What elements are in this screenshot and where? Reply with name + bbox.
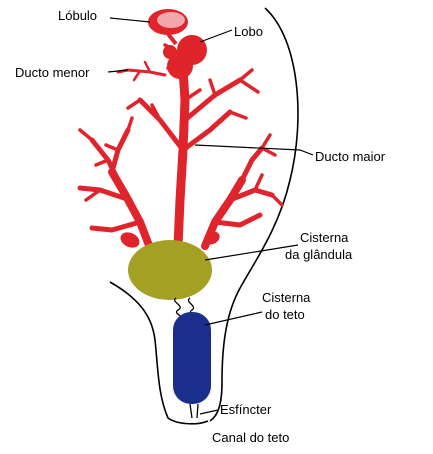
label-canal-teto: Canal do teto xyxy=(212,430,289,445)
leader-cisterna-teto xyxy=(205,312,262,325)
duct-twig xyxy=(262,135,270,148)
canal-teto-line xyxy=(197,404,198,418)
duct-twig xyxy=(240,80,258,92)
duct-branch xyxy=(242,148,262,180)
leader-lobulo xyxy=(110,18,150,22)
lobo-lobule xyxy=(163,45,177,59)
duct-twig xyxy=(80,130,92,140)
duct-twig xyxy=(134,71,140,80)
alveolar-swelling xyxy=(118,229,142,250)
lobulo-stalk xyxy=(168,34,176,44)
duct-branch xyxy=(92,222,140,230)
leader-lobo xyxy=(200,30,232,42)
label-cisterna-teto-1: Cisterna xyxy=(262,290,311,305)
label-ducto-menor: Ducto menor xyxy=(15,65,90,80)
cisterna-glandula xyxy=(128,240,212,300)
duct-branch xyxy=(140,100,183,150)
lobulo xyxy=(148,9,188,44)
label-lobo: Lobo xyxy=(234,24,263,39)
cisterna-teto xyxy=(173,312,211,404)
duct-twig xyxy=(230,112,246,118)
duct-twig xyxy=(128,118,132,130)
duct-twig xyxy=(106,145,118,150)
label-cisterna-teto-2: do teto xyxy=(265,307,305,322)
label-cisterna-glandula-2: da glândula xyxy=(285,247,353,262)
lobulo-inner xyxy=(157,12,185,28)
label-esfincter: Esfíncter xyxy=(220,402,272,417)
duct-twig xyxy=(255,175,262,190)
label-ducto-maior: Ducto maior xyxy=(315,149,386,164)
leader-esfincter xyxy=(200,410,218,414)
label-cisterna-glandula-1: Cisterna xyxy=(300,230,349,245)
duct-twig xyxy=(210,80,215,95)
duct-twig xyxy=(128,100,140,108)
duct-twig xyxy=(272,195,282,205)
canal-teto-line xyxy=(190,404,192,418)
duct-twig xyxy=(240,70,252,80)
label-lobulo: Lóbulo xyxy=(58,8,97,23)
duct-branch xyxy=(112,130,128,172)
duct-twig xyxy=(96,160,108,165)
